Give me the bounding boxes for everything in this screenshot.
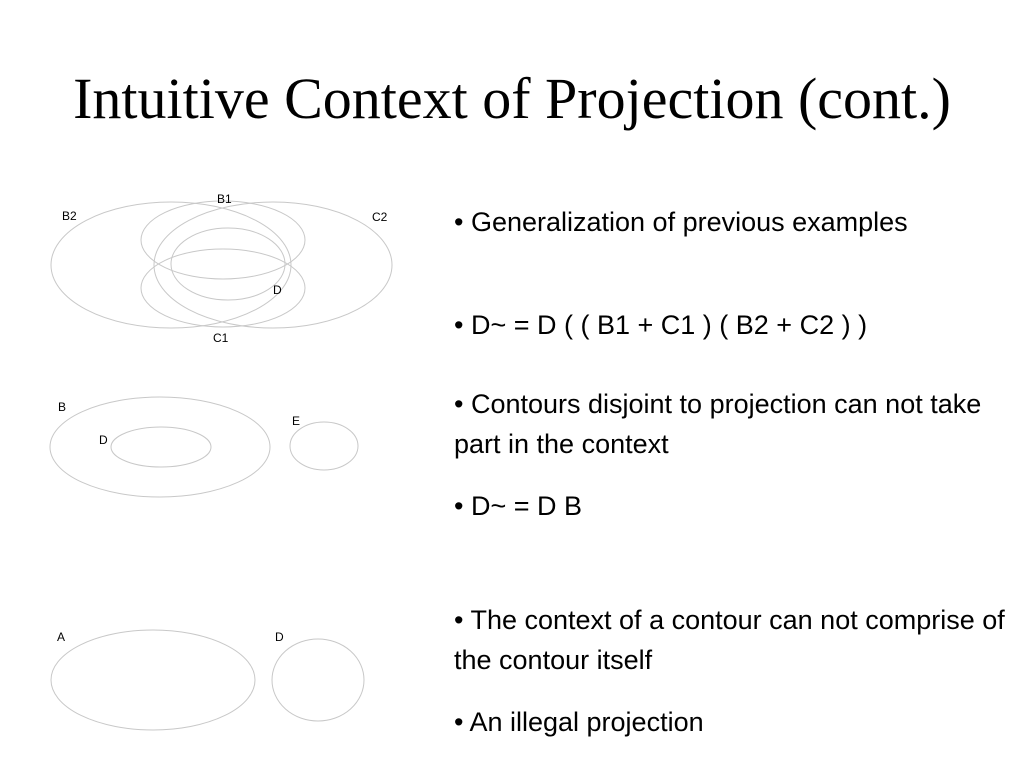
label-d: D (273, 283, 282, 297)
contour-d (170, 227, 286, 301)
contour-c1 (140, 248, 306, 328)
bullet-illegal-projection: • An illegal projection (454, 707, 704, 737)
contour-c2 (153, 201, 393, 329)
contour-d (110, 426, 212, 468)
label-c2: C2 (372, 210, 388, 224)
label-a: A (57, 630, 65, 644)
label-d: D (275, 630, 284, 644)
contour-b (49, 396, 271, 498)
label-b2: B2 (62, 209, 77, 223)
bullet-disjoint-contours: • Contours disjoint to projection can no… (454, 389, 982, 459)
diagram-disjoint-contours: B D E (49, 396, 359, 498)
label-c1: C1 (213, 331, 229, 345)
contour-b1 (140, 200, 306, 280)
label-e: E (292, 414, 300, 428)
contour-d (271, 638, 365, 722)
contour-b2 (50, 201, 292, 329)
diagram-illegal-projection: A D (50, 629, 365, 731)
contour-a (50, 629, 256, 731)
slide-title: Intuitive Context of Projection (cont.) (73, 66, 951, 131)
diagram-generalized-context: B1 B2 C2 D C1 (50, 192, 393, 345)
bullet-formula-disjoint: • D~ = D B (454, 491, 582, 521)
label-b: B (58, 400, 66, 414)
label-d: D (99, 433, 108, 447)
contour-e (289, 421, 359, 471)
label-b1: B1 (217, 192, 232, 206)
bullet-formula-generalized: • D~ = D ( ( B1 + C1 ) ( B2 + C2 ) ) (454, 310, 868, 340)
bullet-generalization: • Generalization of previous examples (454, 207, 908, 237)
bullet-self-context: • The context of a contour can not compr… (454, 605, 1005, 675)
